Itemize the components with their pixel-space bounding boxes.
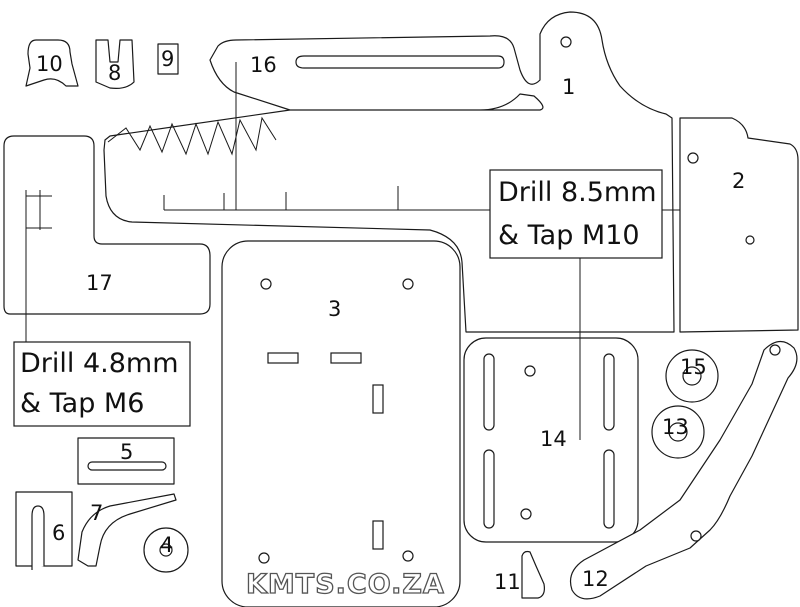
part-6-slot — [31, 505, 45, 570]
part-3-hole-2 — [402, 278, 414, 290]
label-part-3: 3 — [328, 297, 341, 321]
part-7 — [77, 493, 177, 567]
part-17 — [3, 135, 211, 315]
drill-m6-line2: & Tap M6 — [20, 388, 144, 419]
part-1-hole — [560, 36, 572, 48]
part-2-hole-2 — [745, 235, 755, 245]
part-3-slot-4 — [372, 520, 384, 550]
part-14-hole-1 — [524, 365, 536, 377]
part-5-plate — [77, 437, 175, 485]
label-part-8: 8 — [108, 61, 121, 85]
part-14-plate — [463, 337, 639, 543]
drill-m6-line1: Drill 4.8mm — [20, 348, 179, 379]
part-3-hole-4 — [402, 550, 414, 562]
label-part-2: 2 — [732, 169, 745, 193]
part-15-hole — [682, 366, 702, 386]
part-5-slot — [87, 461, 167, 471]
part-14-slot-4 — [603, 449, 615, 529]
label-part-16: 16 — [250, 53, 277, 77]
label-part-14: 14 — [540, 427, 567, 451]
part-3-hole-3 — [258, 552, 270, 564]
part-14-slot-3 — [483, 449, 495, 529]
part-2-hole-1 — [687, 152, 699, 164]
part-3-slot-3 — [372, 384, 384, 414]
label-part-12: 12 — [582, 567, 609, 591]
label-part-11: 11 — [494, 570, 521, 594]
watermark: KMTS.CO.ZA — [246, 569, 445, 600]
label-part-5: 5 — [120, 440, 133, 464]
part-13-hole — [668, 422, 688, 442]
label-part-13: 13 — [662, 415, 689, 439]
part-3-plate — [221, 240, 461, 607]
part-3-hole-1 — [260, 278, 272, 290]
part-4-hole — [159, 543, 173, 557]
part-14-hole-2 — [520, 508, 532, 520]
label-part-6: 6 — [52, 521, 65, 545]
part-14-slot-2 — [603, 353, 615, 431]
label-part-4: 4 — [160, 533, 173, 557]
part-14-slot-1 — [483, 353, 495, 431]
label-part-7: 7 — [90, 501, 103, 525]
part-17-mark — [25, 190, 52, 340]
part-3-slot-2 — [330, 352, 362, 364]
tooth-comb — [107, 116, 277, 156]
label-part-10: 10 — [36, 52, 63, 76]
part-12-arm — [569, 340, 798, 600]
part-2 — [679, 117, 799, 333]
label-part-1: 1 — [562, 75, 575, 99]
drill-m6-box — [13, 341, 191, 427]
label-part-15: 15 — [680, 355, 707, 379]
part-9 — [157, 43, 179, 75]
part-16-slot — [295, 55, 505, 69]
drill-m10-box — [489, 169, 663, 259]
label-part-9: 9 — [161, 47, 174, 71]
part-10 — [25, 39, 79, 87]
part-8 — [95, 39, 135, 89]
drill-m10-line2: & Tap M10 — [498, 220, 640, 251]
part-12-hole-2 — [690, 530, 702, 542]
part-12-hole-1 — [769, 344, 781, 356]
label-part-17: 17 — [86, 271, 113, 295]
drill-m10-line1: Drill 8.5mm — [498, 177, 657, 208]
part-11 — [521, 550, 545, 599]
part-3-slot-1 — [267, 352, 299, 364]
